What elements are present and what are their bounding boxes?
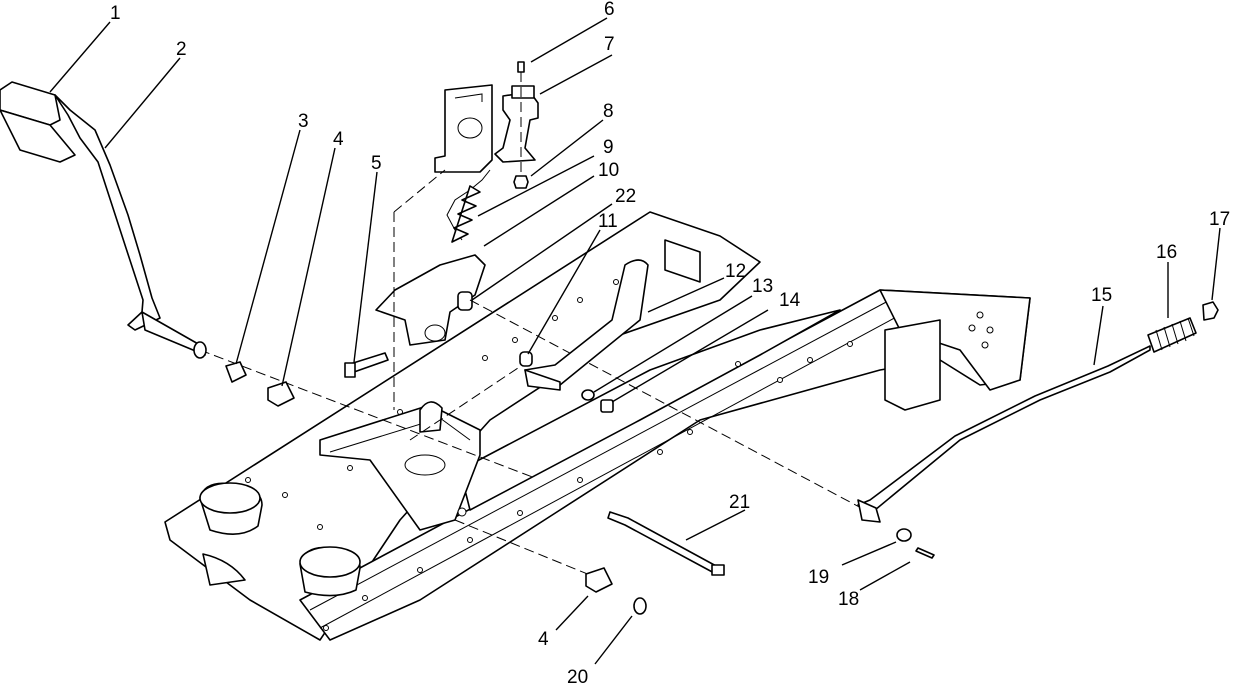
callout-4-lower: 4 [538,629,549,650]
part-8-nut [513,175,529,189]
part-4-bushing-bottom [585,567,613,593]
frame-holes [245,279,853,631]
part-16-spring [1147,317,1197,353]
assembly-lines [199,169,866,576]
part-18-pin [915,547,935,559]
callout-1: 1 [110,3,121,24]
callout-3: 3 [298,111,309,132]
part-19-washer [896,528,912,542]
callout-4-upper: 4 [333,129,344,150]
part-15-rod [857,345,1151,523]
callout-14: 14 [779,290,801,311]
callout-8: 8 [603,101,614,122]
part-10-lever [375,254,486,346]
callout-20: 20 [567,667,588,688]
part-13-washer [581,389,595,401]
part-6-screw [517,61,525,176]
part-7-bracket [494,85,539,163]
part-20-clip [633,597,647,615]
callout-12: 12 [725,261,746,282]
upper-bracket [434,84,493,173]
part-9-spring [446,169,491,243]
callout-7: 7 [604,34,615,55]
callout-numbers: 1 2 3 4 5 6 7 8 9 10 22 11 12 13 14 15 1… [110,0,1230,688]
part-21-rod [607,511,725,576]
callout-13: 13 [752,276,773,297]
callout-17: 17 [1209,209,1230,230]
callout-15: 15 [1091,285,1112,306]
callout-19: 19 [808,567,829,588]
callout-18: 18 [838,589,859,610]
pedal-arm [0,81,207,359]
callout-22: 22 [615,186,636,207]
part-12-lever [524,259,649,391]
callout-2: 2 [176,39,187,60]
part-17-nut [1202,301,1219,321]
callout-6: 6 [604,0,615,20]
part-4-bushing-top [267,381,295,407]
part-5-bolt [344,352,389,378]
callout-5: 5 [371,153,382,174]
callout-9: 9 [603,137,614,158]
callout-10: 10 [598,160,619,181]
callout-leaders [49,17,1221,665]
part-3-bushing [225,361,247,383]
callout-16: 16 [1156,242,1177,263]
part-22-bushing [457,291,473,311]
mount-pads [199,482,361,597]
callout-11: 11 [598,211,618,232]
part-14-bolt [600,399,614,413]
part-11-bushing [519,351,533,367]
callout-21: 21 [729,492,750,513]
